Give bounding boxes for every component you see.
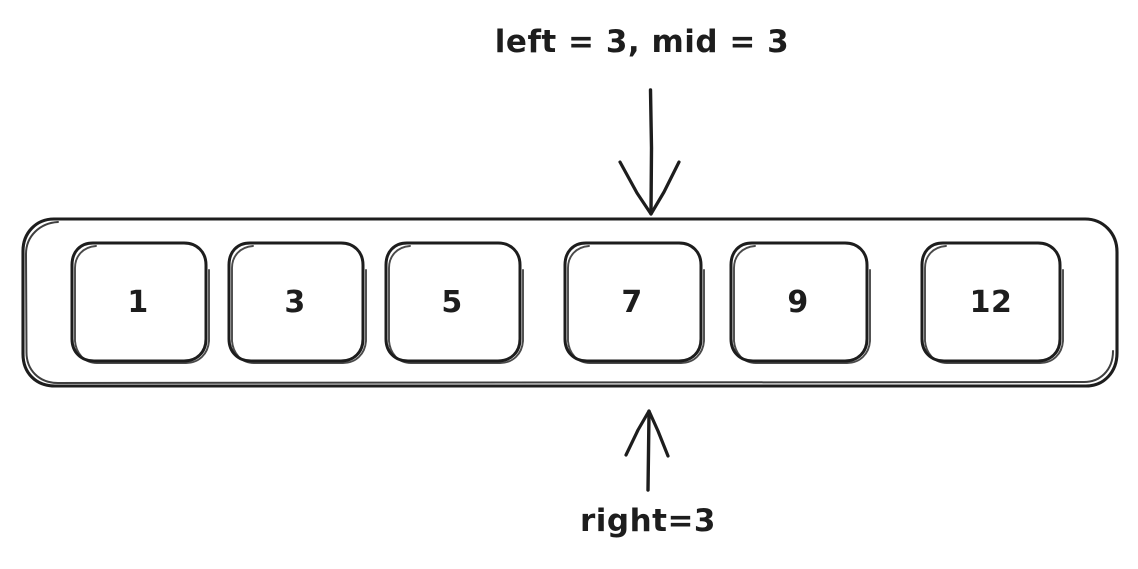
bottom-arrow-head-right <box>647 409 670 458</box>
array-cell-outline <box>227 241 365 363</box>
bottom-arrow-shaft <box>646 411 651 492</box>
array-cell-value: 1 <box>127 285 148 320</box>
array-cell-value: 3 <box>284 285 305 320</box>
array-container <box>21 217 1119 388</box>
array-cell-outline-ghost <box>924 245 1064 364</box>
bottom-annotation-label: right=3 <box>580 503 716 539</box>
array-cell-value: 7 <box>621 285 642 320</box>
array-cell[interactable]: 5 <box>384 241 524 364</box>
top-arrow-head-right <box>649 160 681 216</box>
array-cell[interactable]: 3 <box>227 241 367 364</box>
array-cell-outline <box>384 241 522 363</box>
array-cell-outline-ghost <box>74 245 210 364</box>
array-cell[interactable]: 1 <box>70 241 210 364</box>
top-arrow-head-left <box>618 160 653 216</box>
bottom-arrow-head-left <box>624 409 651 457</box>
top-arrow-shaft <box>648 88 654 214</box>
array-cell-value: 5 <box>441 285 462 320</box>
array-cell-outline <box>920 241 1062 363</box>
array-cell-outline-ghost <box>567 245 705 364</box>
array-cell[interactable]: 12 <box>920 241 1064 364</box>
array-container-outline <box>21 217 1119 388</box>
top-annotation-label: left = 3, mid = 3 <box>495 24 789 60</box>
array-cells: 1 3 5 7 <box>70 241 1064 364</box>
array-cell-outline-ghost <box>231 245 367 364</box>
array-cell[interactable]: 9 <box>729 241 871 364</box>
array-cell-value: 9 <box>787 285 808 320</box>
array-cell-outline-ghost <box>733 245 871 364</box>
array-cell-outline <box>70 241 208 363</box>
array-cell-outline-ghost <box>388 245 524 364</box>
bottom-pointer-arrow <box>624 409 670 492</box>
top-pointer-arrow <box>618 88 681 216</box>
array-container-outline-ghost <box>25 221 1114 384</box>
array-cell-outline <box>729 241 869 363</box>
array-cell[interactable]: 7 <box>563 241 705 364</box>
array-cell-value: 12 <box>970 285 1013 320</box>
array-cell-outline <box>563 241 703 363</box>
